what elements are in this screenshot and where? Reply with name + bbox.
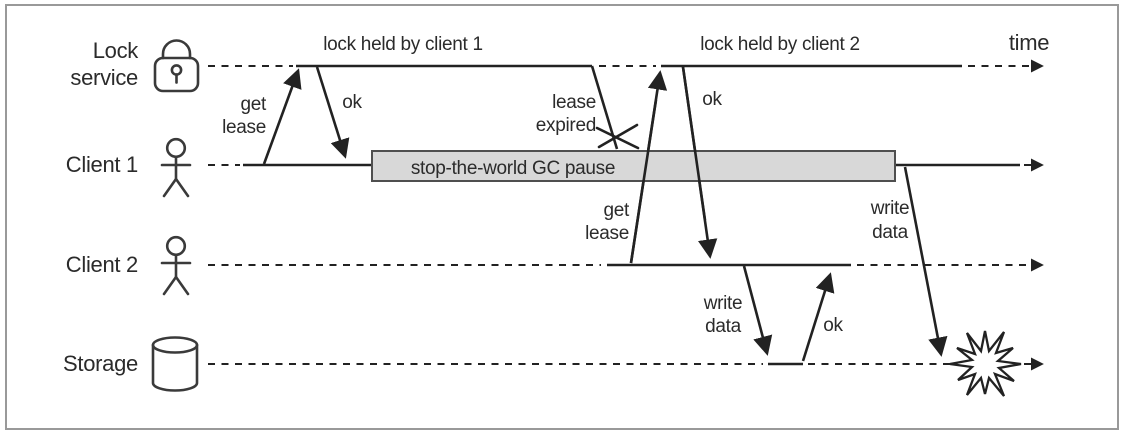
ok-1-label: ok: [342, 92, 362, 113]
ok-storage-label: ok: [823, 315, 843, 336]
ok-2-arrow-overlay: [681, 66, 707, 221]
person-icon: [160, 235, 192, 296]
arrows-over-box: [629, 66, 707, 264]
database-icon: [151, 336, 199, 392]
lane-lock-service: [208, 59, 1044, 150]
lane-label-storage: Storage: [63, 351, 138, 376]
lane-label-client-2: Client 2: [66, 252, 138, 277]
gc-pause-label: stop-the-world GC pause: [411, 158, 615, 179]
figure-border: [5, 4, 1119, 430]
ok-storage-arrow: [801, 272, 835, 362]
write-data-client1-arrow: [903, 166, 948, 357]
get-lease-1-arrow: [262, 68, 302, 165]
lock-icon: [153, 39, 200, 93]
annotation-labels: lock held by client 1 lock held by clien…: [222, 30, 1049, 337]
get-lease-2-arrow-overlay: [629, 99, 658, 264]
lane-label-client-1: Client 1: [66, 152, 138, 177]
person-icon: [160, 137, 192, 198]
lock-held-client2-label: lock held by client 2: [700, 34, 860, 55]
ok-2-label: ok: [702, 89, 722, 110]
gc-pause-box: [371, 150, 896, 182]
time-axis-label: time: [1009, 30, 1049, 55]
ok-1-arrow: [315, 66, 350, 159]
lease-expired-cross-icon: [595, 123, 640, 150]
lock-held-client1-label: lock held by client 1: [323, 34, 483, 55]
write-data-client2-arrow: [742, 265, 773, 356]
crash-burst-icon: [949, 330, 1022, 397]
